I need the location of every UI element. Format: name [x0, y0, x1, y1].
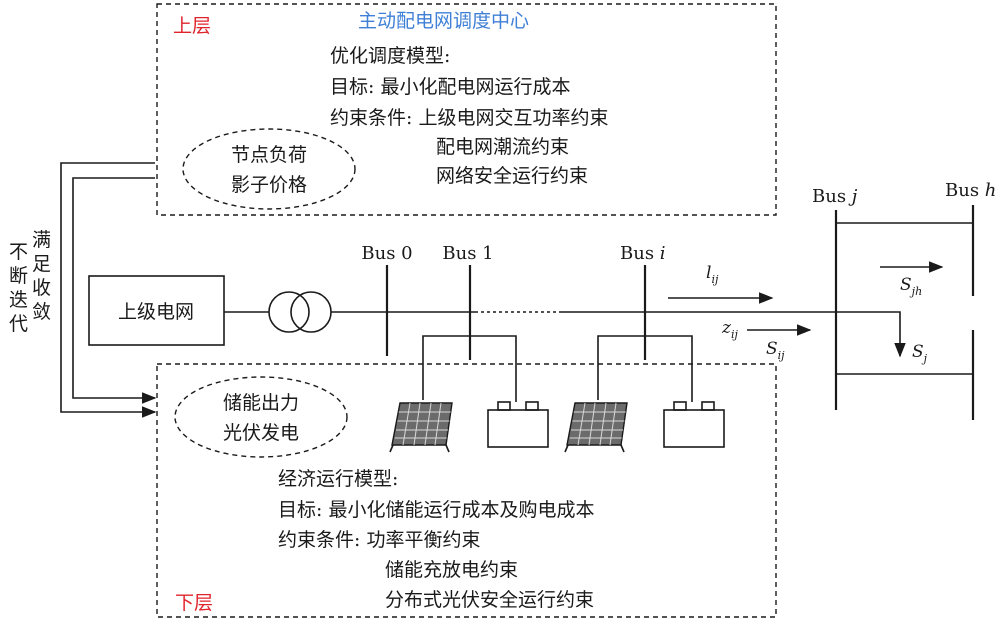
var-l: lij	[706, 263, 719, 286]
busi-battery-link	[645, 335, 693, 402]
loop-outer-arrow	[60, 162, 157, 418]
ellipse-lower-line-2: 光伏发电	[223, 422, 299, 444]
loop-inner-arrow	[72, 177, 157, 404]
loop-char-5: 满	[32, 229, 51, 251]
loop-char-8: 敛	[32, 301, 51, 323]
upper-grid-label: 上级电网	[118, 301, 194, 323]
lower-layer-box	[156, 363, 777, 618]
battery-icon	[663, 401, 725, 448]
pv-panel-icon	[389, 402, 453, 453]
ellipse-upper-line-2: 影子价格	[231, 174, 307, 196]
var-s-j: Sj	[912, 342, 928, 365]
lower-objective: 目标: 最小化储能运行成本及购电成本	[278, 499, 594, 521]
dispatch-center-title: 主动配电网调度中心	[358, 10, 529, 32]
loop-char-3: 迭	[9, 289, 28, 311]
ellipse-upper-line-1: 节点负荷	[231, 144, 307, 166]
ellipse-lower-line-1: 储能出力	[223, 392, 299, 414]
upper-constraint-1: 约束条件: 上级电网交互功率约束	[330, 107, 608, 129]
var-s-jh: Sjh	[900, 275, 922, 298]
lower-model-title: 经济运行模型:	[278, 468, 398, 490]
loop-char-1: 不	[9, 241, 28, 263]
shadow-price-ellipse	[182, 128, 356, 210]
bus-j-label: Bus j	[812, 186, 858, 207]
bus1-battery-link	[470, 335, 517, 402]
transformer-coil-2	[290, 291, 332, 333]
var-s-ij: Sij	[766, 339, 785, 362]
bus1-pv-link	[422, 335, 470, 400]
pv-panel-icon	[564, 402, 628, 453]
loop-char-4: 代	[9, 313, 28, 335]
lower-constraint-3: 分布式光伏安全运行约束	[385, 589, 594, 611]
bus-0-label: Bus 0	[361, 243, 412, 264]
loop-char-2: 断	[9, 265, 28, 287]
upper-layer-box	[156, 3, 777, 216]
loop-char-7: 收	[32, 277, 51, 299]
storage-pv-ellipse	[174, 376, 348, 458]
upper-model-title: 优化调度模型:	[330, 45, 450, 67]
busi-pv-link	[597, 335, 645, 400]
upper-constraint-3: 网络安全运行约束	[436, 165, 588, 187]
bus-i-label: Bus i	[620, 243, 666, 264]
battery-icon	[487, 401, 549, 448]
loop-char-6: 足	[32, 253, 51, 275]
transformer-coil-1	[268, 291, 310, 333]
bus-1-label: Bus 1	[442, 243, 493, 264]
upper-objective: 目标: 最小化配电网运行成本	[330, 76, 570, 98]
var-z: zij	[721, 318, 738, 341]
lower-constraint-2: 储能充放电约束	[385, 559, 518, 581]
load-sj-arrow	[836, 311, 906, 358]
upper-constraint-2: 配电网潮流约束	[436, 136, 569, 158]
upper-layer-tag: 上层	[173, 15, 211, 37]
lower-layer-tag: 下层	[175, 592, 213, 614]
bus-h-label: Bus h	[945, 180, 996, 201]
lower-constraint-1: 约束条件: 功率平衡约束	[278, 529, 480, 551]
upper-grid-box	[88, 275, 225, 346]
